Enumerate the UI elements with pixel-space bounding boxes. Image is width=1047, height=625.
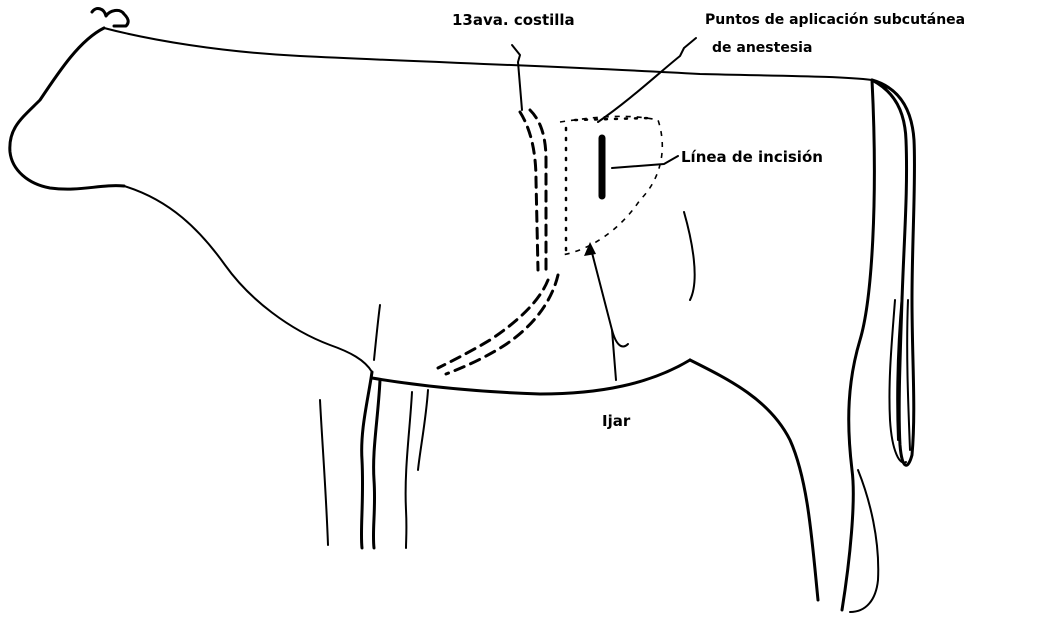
- flank-arrowhead: [584, 242, 596, 256]
- flank-pointer: [590, 245, 616, 380]
- injection-pointer: [598, 38, 696, 122]
- ear: [92, 9, 128, 26]
- front-leg-shadow: [320, 400, 328, 545]
- rib-pointer: [512, 45, 522, 110]
- injection-label-line1: Puntos de aplicación subcutánea: [705, 12, 965, 28]
- front-leg-outer: [361, 372, 372, 548]
- hind-leg-front: [690, 360, 818, 600]
- front-leg-far-back: [418, 390, 428, 470]
- belly: [372, 360, 690, 394]
- hind-leg-back: [842, 80, 874, 610]
- rib-dash-lower-2: [446, 275, 558, 374]
- anesthesia-area: [560, 116, 662, 255]
- flank-label: Ijar: [602, 412, 631, 430]
- pointer-lines: [512, 38, 696, 380]
- cow-outline: [10, 9, 915, 612]
- front-leg-inner: [373, 380, 380, 548]
- flank-tick: [612, 330, 628, 346]
- flank-crease: [684, 212, 695, 300]
- rib-label: 13ava. costilla: [452, 11, 575, 29]
- front-leg-far: [406, 392, 412, 548]
- shoulder-line: [374, 305, 380, 360]
- incision-label: Línea de incisión: [681, 148, 823, 166]
- injection-label-line2: de anestesia: [712, 40, 812, 56]
- anesthesia-boundary: [560, 116, 662, 255]
- head: [10, 28, 124, 189]
- rib-line: [438, 110, 558, 374]
- incision-pointer: [612, 156, 678, 168]
- neck-dewlap: [124, 186, 372, 372]
- rib-dash-upper-2: [520, 112, 538, 270]
